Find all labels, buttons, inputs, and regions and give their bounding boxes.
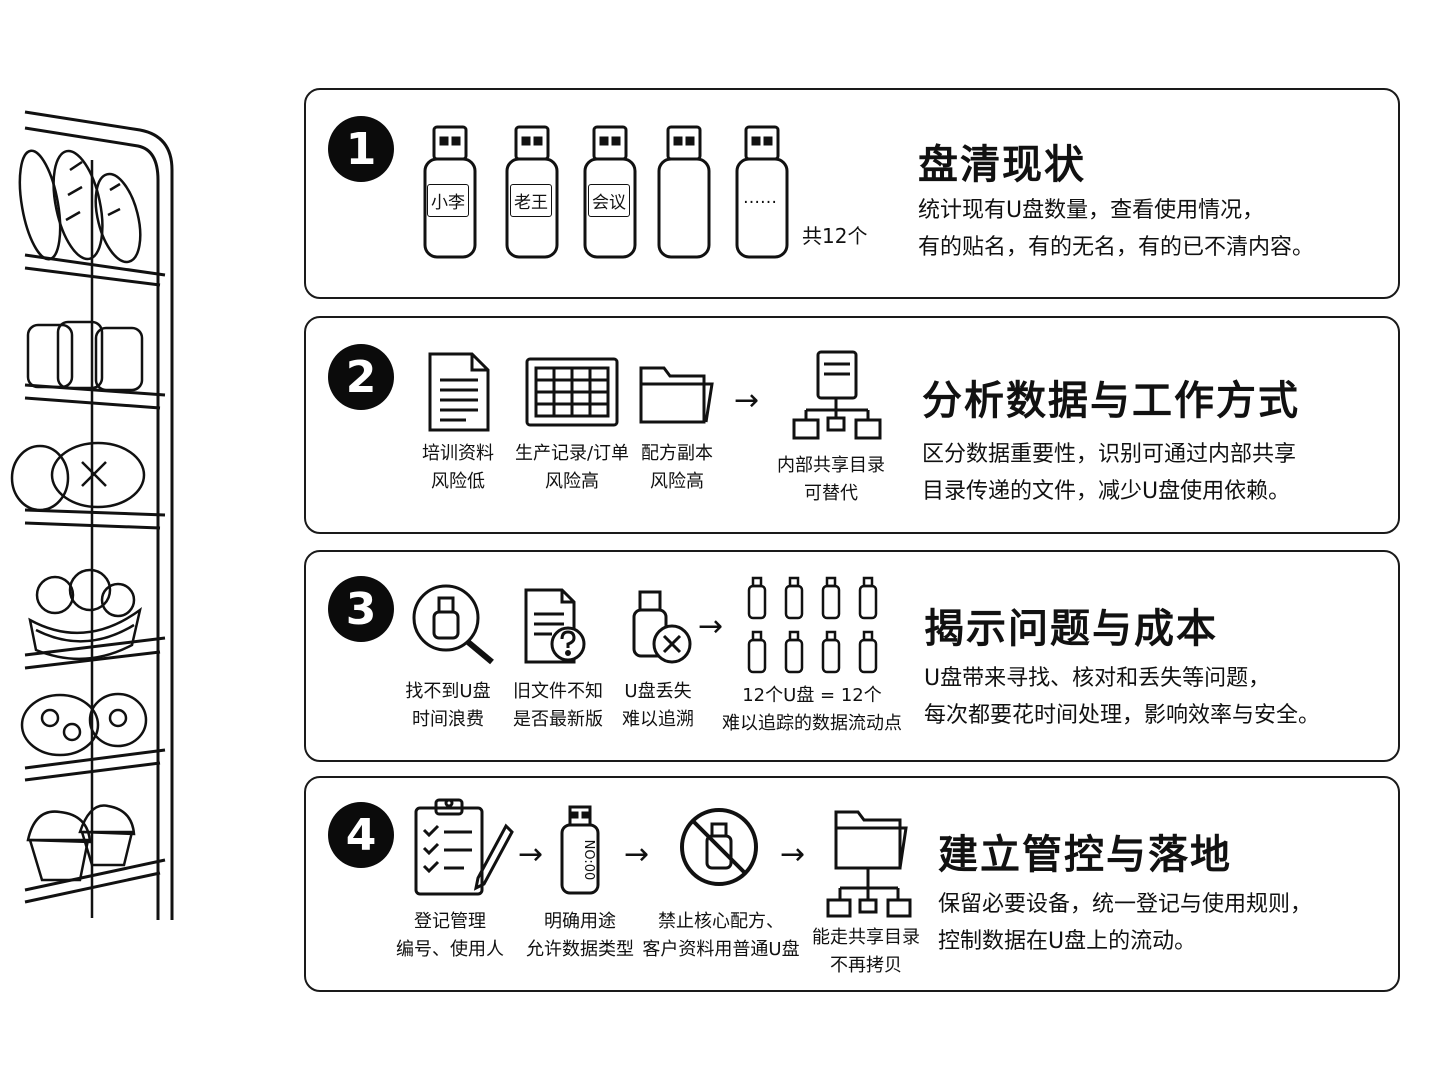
numbered-usb-icon: NO:00 xyxy=(560,805,600,895)
item-caption: 旧文件不知是否最新版 xyxy=(513,681,603,730)
lost-usb-icon xyxy=(632,590,692,664)
step-desc-line: 保留必要设备，统一登记与使用规则， xyxy=(938,892,1313,917)
step-desc-line: U盘带来寻找、核对和丢失等问题， xyxy=(924,666,1271,691)
usb-drive-icon xyxy=(657,125,711,259)
step-card-4: 4 → NO:00 → → 登记管理编号、使用人 明确用途允许数据类型 禁止核心… xyxy=(304,776,1400,992)
item-caption: 禁止核心配方、客户资料用普通U盘 xyxy=(642,911,800,960)
usb-grid-icon xyxy=(747,576,878,674)
search-usb-icon xyxy=(412,584,494,665)
step-desc-line: 有的贴名，有的无名，有的已不清内容。 xyxy=(918,235,1315,260)
step-title: 建立管控与落地 xyxy=(938,832,1232,878)
item-caption: 配方副本风险高 xyxy=(641,443,713,492)
usb-name-label: …… xyxy=(743,188,777,208)
item-caption: 培训资料风险低 xyxy=(422,443,494,492)
step-card-2: 2 → 培训资料风险低 生产记录/订单风险高 配方副本风险高 内部共享目录可替代… xyxy=(304,316,1400,534)
step-title: 分析数据与工作方式 xyxy=(922,378,1300,424)
step-desc-line: 区分数据重要性，识别可通过内部共享 xyxy=(922,442,1297,467)
flow-arrow: → xyxy=(780,837,806,872)
item-caption: U盘丢失难以追溯 xyxy=(622,681,694,730)
item-caption: 内部共享目录可替代 xyxy=(777,455,885,504)
step-desc-line: 控制数据在U盘上的流动。 xyxy=(938,929,1197,954)
usb-name-label: 老王 xyxy=(510,184,552,217)
document-icon xyxy=(428,352,490,432)
flow-arrow: → xyxy=(624,837,650,872)
usb-drive-icon xyxy=(505,125,559,259)
step-desc-line: 统计现有U盘数量，查看使用情况， xyxy=(918,198,1265,223)
clipboard-icon xyxy=(414,798,514,896)
step-number-badge: 3 xyxy=(328,576,394,642)
step-desc-line: 目录传递的文件，减少U盘使用依赖。 xyxy=(922,479,1291,504)
spreadsheet-icon xyxy=(525,357,619,427)
prohibited-usb-icon xyxy=(680,808,758,886)
step-number-badge: 1 xyxy=(328,116,394,182)
usb-name-label: 会议 xyxy=(588,184,630,217)
flow-arrow: → xyxy=(734,383,760,418)
shared-folder-icon xyxy=(826,810,912,918)
bakery-shelf-illustration xyxy=(10,110,174,920)
item-caption: 明确用途允许数据类型 xyxy=(526,911,634,960)
item-caption: 12个U盘 = 12个难以追踪的数据流动点 xyxy=(722,685,902,734)
step-number-badge: 4 xyxy=(328,802,394,868)
step-card-3: 3 → 找不到U盘时间浪费 旧文件不知是否最新版 U盘丢失难以追溯 12个U盘 … xyxy=(304,550,1400,762)
flow-arrow: → xyxy=(518,837,544,872)
item-caption: 生产记录/订单风险高 xyxy=(514,443,630,492)
item-caption: 登记管理编号、使用人 xyxy=(396,911,504,960)
folder-icon xyxy=(639,366,714,424)
usb-name-label: 小李 xyxy=(427,184,469,217)
usb-drive-icon xyxy=(735,125,789,259)
step-title: 揭示问题与成本 xyxy=(924,606,1218,652)
question-document-icon xyxy=(524,588,586,664)
server-icon xyxy=(792,350,882,440)
item-caption: 找不到U盘时间浪费 xyxy=(405,681,491,730)
flow-arrow: → xyxy=(698,609,724,644)
step-desc-line: 每次都要花时间处理，影响效率与安全。 xyxy=(924,703,1321,728)
usb-number-text: NO:00 xyxy=(581,840,596,881)
step-number-badge: 2 xyxy=(328,344,394,410)
item-caption: 能走共享目录不再拷贝 xyxy=(812,927,920,976)
usb-drive-icon xyxy=(423,125,477,259)
step-title: 盘清现状 xyxy=(918,142,1086,188)
usb-drive-icon xyxy=(583,125,637,259)
step-card-1: 1 小李 老王 会议 …… 共12个 盘清现状 统计现有U盘数量，查看使用情况，… xyxy=(304,88,1400,299)
usb-count-label: 共12个 xyxy=(802,224,868,248)
